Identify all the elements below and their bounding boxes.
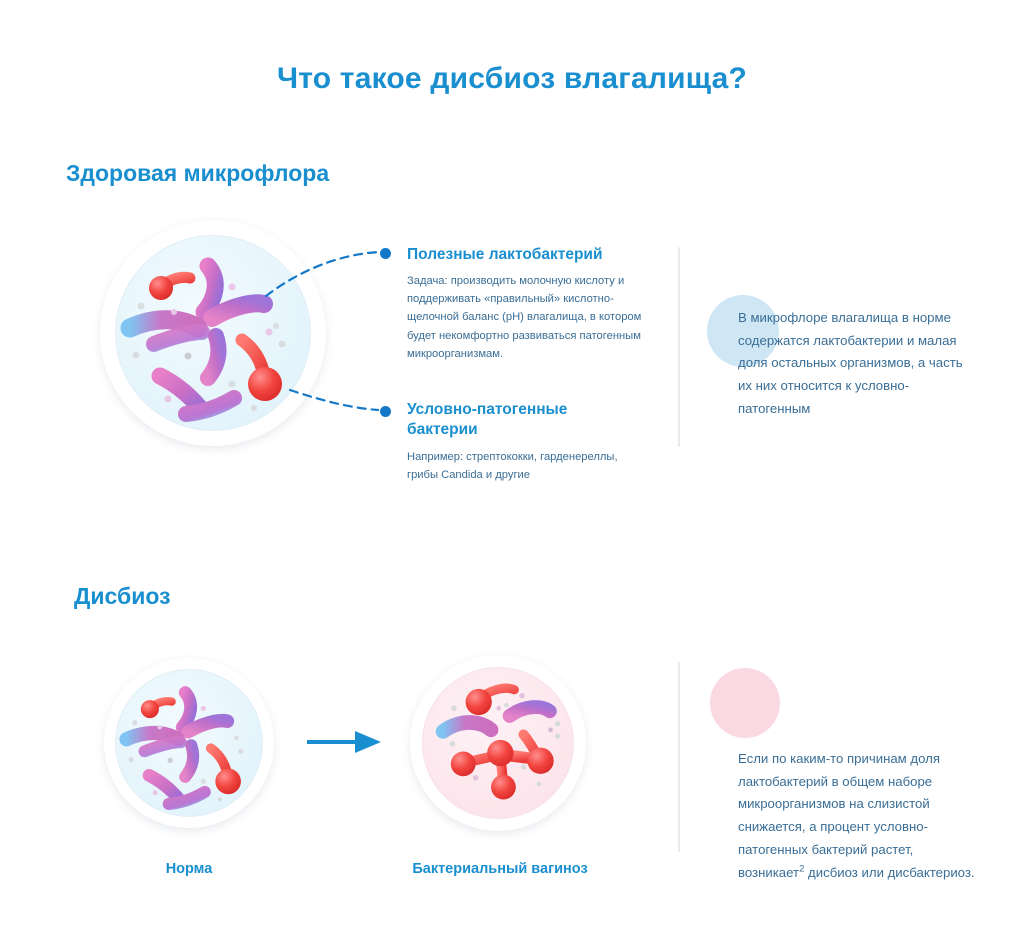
petri-dish-medium	[115, 235, 311, 431]
dish-label-normal: Норма	[165, 861, 213, 877]
microbe-illustration-healthy	[120, 257, 286, 422]
divider-dysbiosis-note	[678, 662, 680, 852]
callout-lactobacteria-body: Задача: производить молочную кислоту и п…	[407, 275, 642, 360]
callout-pathogens-body: Например: стрептококки, гарденереллы, гр…	[407, 451, 618, 482]
dish-label-bv: Бактериальный вагиноз	[412, 861, 588, 877]
note-dysbiosis-part2: дисбиоз или дисбактериоз.	[804, 864, 975, 880]
microbe-illustration-bv	[435, 683, 561, 800]
note-healthy-microflora: В микрофлоре влагалища в норме содержатс…	[738, 310, 963, 416]
divider-healthy-note	[678, 247, 680, 447]
petri-dish-normal	[104, 658, 274, 828]
callout-pathogens: Условно-патогенные бактерии Например: ст…	[407, 400, 637, 485]
note-dysbiosis: Если по каким-то причинам доля лактобакт…	[738, 748, 983, 884]
note-dysbiosis-footnote-marker: 2	[799, 863, 805, 875]
callout-pathogens-title: Условно-патогенные бактерии	[407, 401, 568, 439]
petri-dish-healthy	[100, 220, 326, 446]
arrow-right-icon	[307, 731, 381, 753]
section-heading-healthy: Здоровая микрофлора	[66, 160, 330, 186]
section-heading-dysbiosis: Дисбиоз	[74, 583, 171, 609]
leader-dot-icon-pathogens	[380, 406, 391, 417]
page-title: Что такое дисбиоз влагалища?	[276, 62, 748, 95]
note-dysbiosis-part1: Если по каким-то причинам доля лактобакт…	[738, 751, 940, 880]
decorative-circle-blue	[707, 295, 779, 367]
petri-dish-bv	[410, 655, 586, 831]
petri-dish-medium-bv	[422, 667, 574, 819]
decorative-circle-pink	[710, 668, 780, 738]
microbe-illustration-normal	[119, 686, 244, 810]
petri-dish-medium-normal	[115, 669, 263, 817]
leader-dot-icon-lactobacteria	[380, 248, 391, 259]
callout-lactobacteria: Полезные лактобактерий Задача: производи…	[407, 245, 647, 363]
callout-lactobacteria-title: Полезные лактобактерий	[407, 246, 603, 263]
